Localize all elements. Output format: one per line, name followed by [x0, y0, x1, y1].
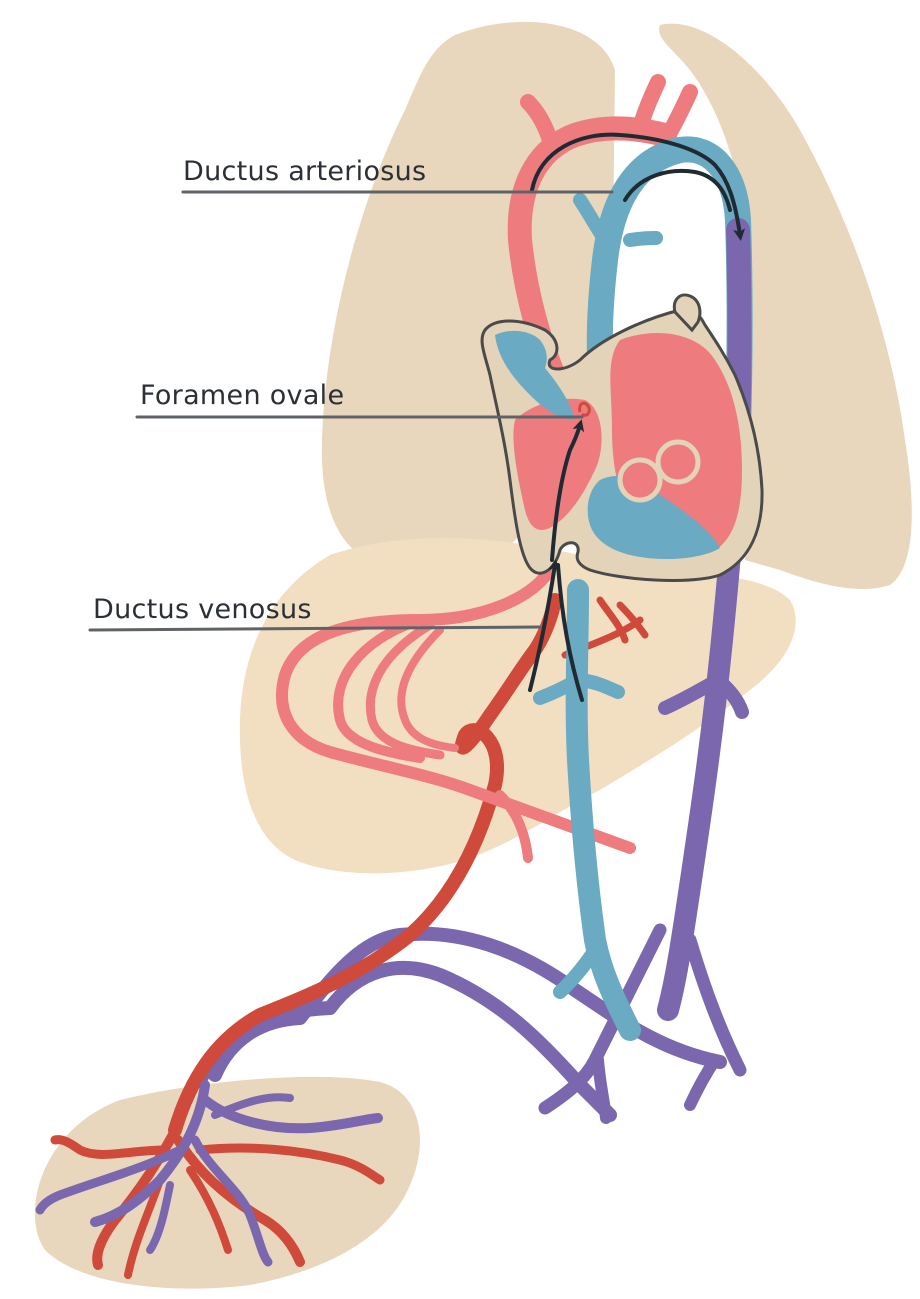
label-foramen-ovale: Foramen ovale: [140, 380, 344, 411]
femoral-purple-a: [598, 1060, 606, 1118]
femoral-purple-b: [690, 1060, 715, 1105]
label-ductus-venosus: Ductus venosus: [93, 594, 312, 625]
heart: [482, 295, 762, 580]
organs: [35, 22, 912, 1289]
pulmonary-valve: [620, 460, 660, 500]
label-ductus-arteriosus: Ductus arteriosus: [183, 156, 426, 187]
pulmonary-branch-right: [630, 238, 656, 240]
aortic-branch-3: [670, 92, 690, 132]
aortic-valve: [658, 442, 698, 482]
